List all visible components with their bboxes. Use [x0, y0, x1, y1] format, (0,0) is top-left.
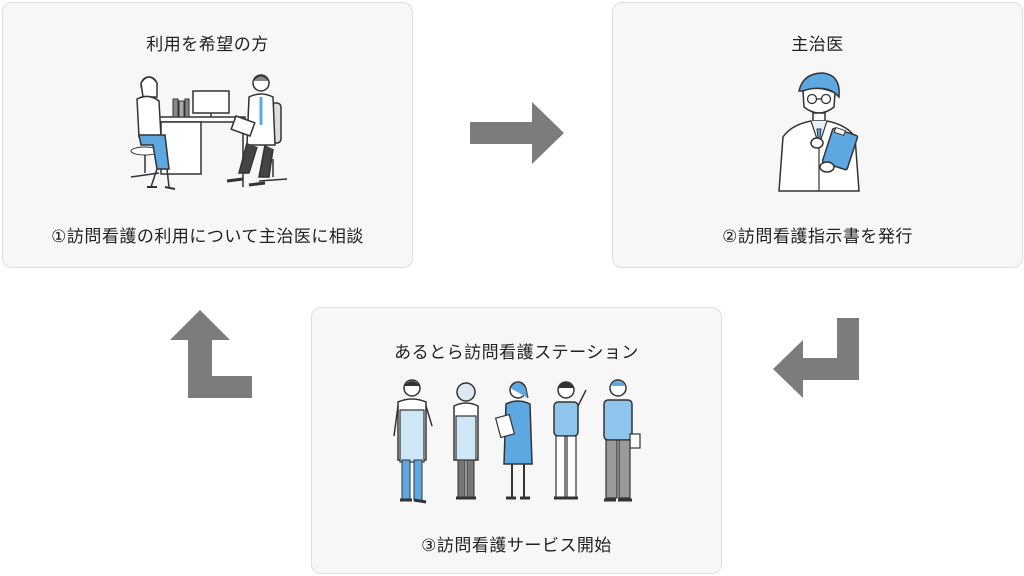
step-2-title: 主治医: [791, 35, 844, 55]
step-card-3: あるとら訪問看護ステーション: [311, 307, 722, 574]
step-card-2: 主治医 ②訪問看護指示書を発行: [612, 2, 1023, 268]
arrow-up-left-icon: [170, 310, 252, 398]
staff-member: [393, 379, 433, 504]
step-3-caption: ③訪問看護サービス開始: [421, 536, 612, 556]
nursing-staff-illustration: [393, 379, 641, 504]
step-3-title: あるとら訪問看護ステーション: [394, 343, 639, 363]
step-1-caption: ①訪問看護の利用について主治医に相談: [51, 227, 364, 247]
consultation-illustration: [130, 74, 288, 190]
step-1-title: 利用を希望の方: [146, 35, 269, 55]
arrow-right-icon: [470, 102, 564, 164]
step-card-1: 利用を希望の方: [2, 2, 413, 268]
arrow-down-left-icon: [773, 318, 859, 398]
step-2-caption: ②訪問看護指示書を発行: [722, 227, 913, 247]
doctor-illustration: [778, 72, 860, 192]
